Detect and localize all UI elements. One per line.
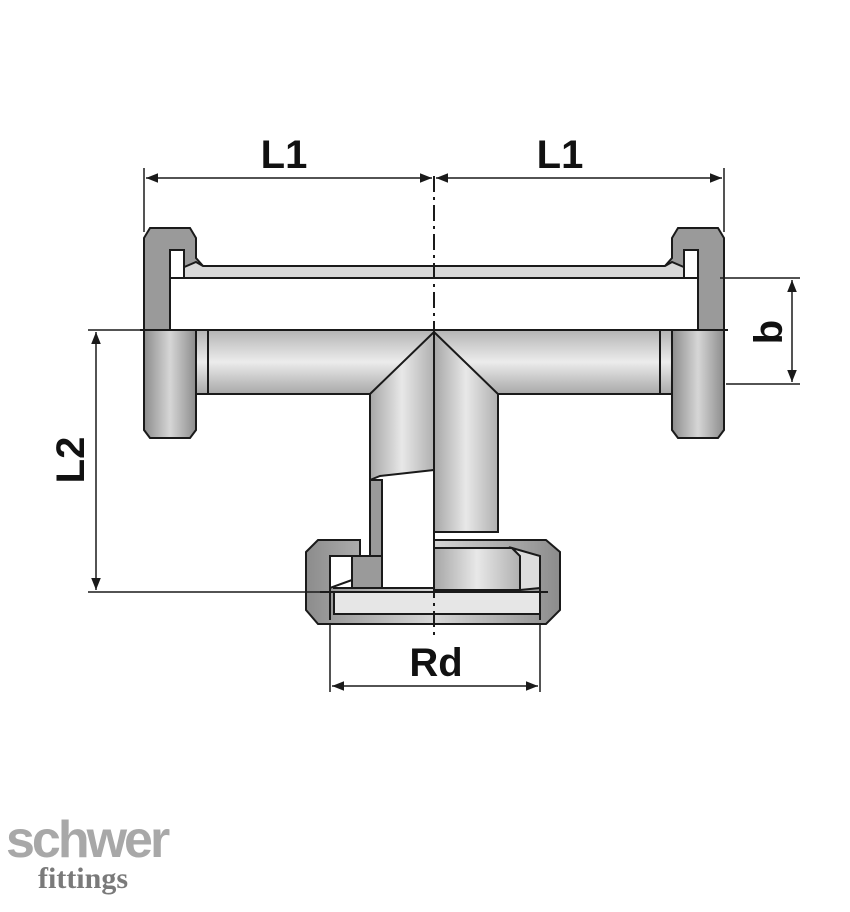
dimension-label-l1-right: L1 <box>537 133 584 177</box>
union-nut <box>305 539 561 625</box>
dimension-lines <box>88 168 800 692</box>
brand-name-top: schwer <box>6 811 170 869</box>
brand-name-bottom: fittings <box>38 862 128 895</box>
dimension-label-b: b <box>747 320 791 344</box>
centre-lines <box>140 176 728 640</box>
dimension-label-l2: L2 <box>49 437 93 484</box>
dimension-label-rd: Rd <box>409 641 462 685</box>
dimension-label-l1-left: L1 <box>261 133 308 177</box>
brand-logo: schwer fittings <box>6 811 196 904</box>
